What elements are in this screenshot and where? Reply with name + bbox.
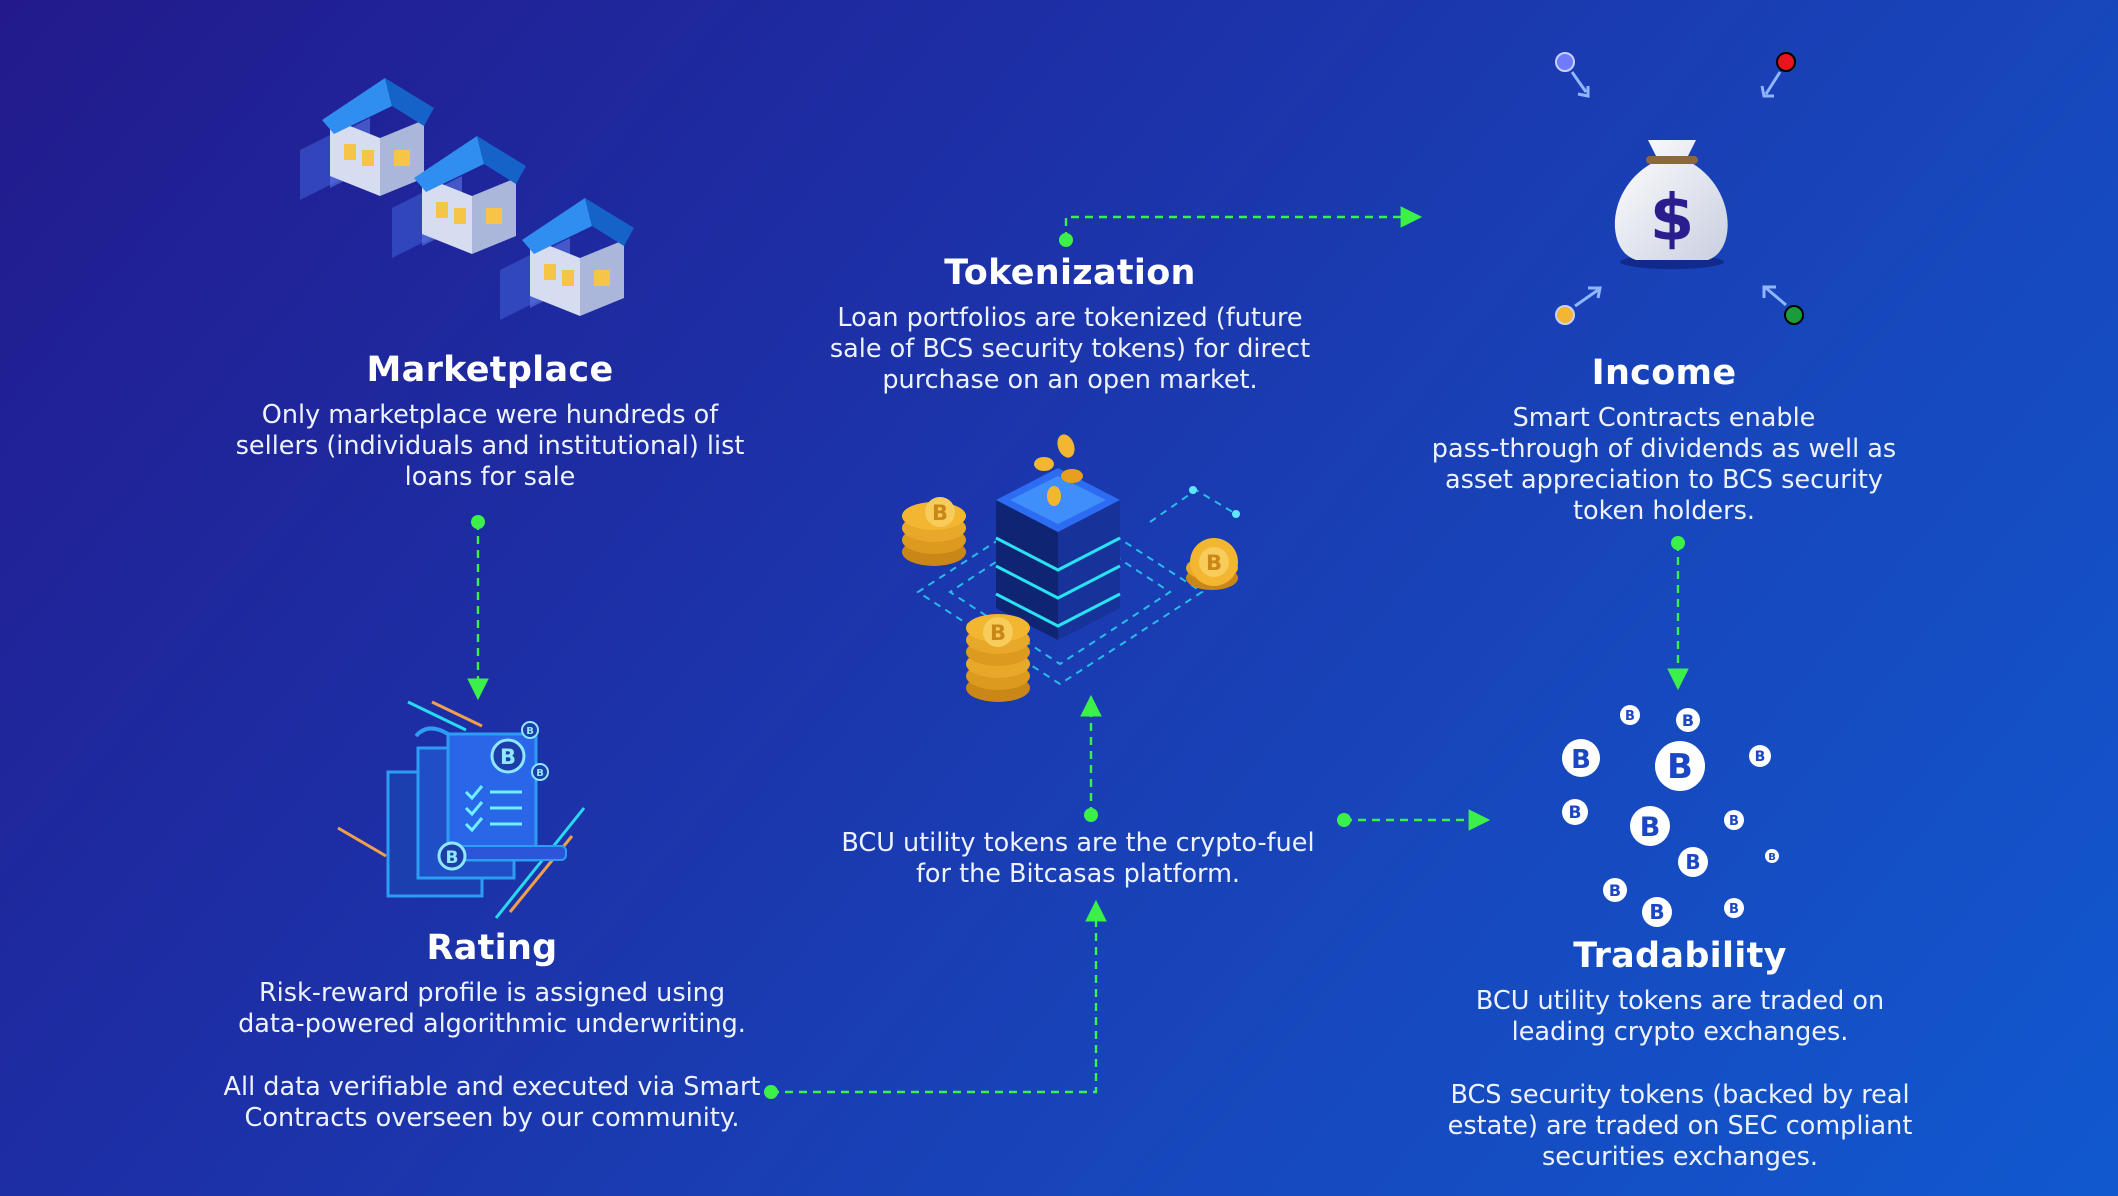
- tradability-description-2: BCS security tokens (backed by real esta…: [1447, 1080, 1913, 1173]
- dollar-sign: $: [1650, 182, 1695, 256]
- svg-text:B: B: [1729, 814, 1739, 829]
- platform-description: BCU utility tokens are the crypto-fuel f…: [841, 828, 1315, 889]
- income-title: Income: [1591, 353, 1737, 393]
- svg-text:B: B: [536, 768, 544, 779]
- svg-text:B: B: [526, 726, 534, 737]
- money-bag-icon: $: [1555, 52, 1804, 325]
- svg-text:B: B: [1667, 747, 1693, 787]
- node-tokenization: Tokenization Loan portfolios are tokeniz…: [800, 253, 1340, 396]
- svg-text:B: B: [1569, 803, 1582, 823]
- document-checklist-icon: B B B B: [337, 700, 586, 919]
- connector-dot: [764, 1085, 778, 1099]
- tokenization-title: Tokenization: [944, 253, 1196, 293]
- svg-text:B: B: [1609, 881, 1621, 900]
- connector-dot: [1059, 233, 1073, 247]
- tradability-title: Tradability: [1573, 936, 1787, 976]
- svg-text:B: B: [1571, 745, 1591, 775]
- node-platform: BCU utility tokens are the crypto-fuel f…: [808, 828, 1348, 890]
- server-coins-icon: B B B: [902, 434, 1240, 702]
- svg-text:B: B: [1682, 711, 1694, 730]
- connector-dot: [1337, 813, 1351, 827]
- svg-text:B: B: [1640, 812, 1661, 843]
- svg-text:B: B: [500, 745, 516, 769]
- marketplace-title: Marketplace: [366, 350, 614, 390]
- marketplace-description: Only marketplace were hundreds of seller…: [235, 400, 745, 493]
- tradability-description-1: BCU utility tokens are traded on leading…: [1475, 986, 1885, 1048]
- svg-text:B: B: [1755, 749, 1766, 765]
- connector-dot: [1084, 808, 1098, 822]
- svg-text:B: B: [1649, 900, 1664, 924]
- rating-description-2: All data verifiable and executed via Sma…: [223, 1072, 761, 1134]
- houses-icon: [300, 78, 634, 320]
- svg-text:B: B: [446, 848, 459, 868]
- svg-text:B: B: [990, 621, 1006, 645]
- node-rating: Rating Risk-reward profile is assigned u…: [212, 928, 772, 1134]
- node-tradability: Tradability BCU utility tokens are trade…: [1410, 936, 1950, 1173]
- svg-text:B: B: [1685, 850, 1700, 874]
- tokenization-description: Loan portfolios are tokenized (future sa…: [829, 303, 1311, 396]
- svg-text:B: B: [932, 501, 948, 525]
- node-income: Income Smart Contracts enable pass-throu…: [1404, 353, 1924, 527]
- connector-tokenization-income: [1064, 206, 1423, 240]
- svg-text:B: B: [1729, 902, 1739, 917]
- connector-dot: [471, 515, 485, 529]
- connector-rating-platform: [771, 899, 1107, 1094]
- svg-text:B: B: [1206, 551, 1222, 575]
- bitcoin-cluster-icon: B B B B B B B B B B B B B: [1562, 705, 1779, 927]
- connector-dot: [1671, 536, 1685, 550]
- node-marketplace: Marketplace Only marketplace were hundre…: [230, 350, 750, 493]
- svg-text:B: B: [1768, 852, 1776, 863]
- rating-title: Rating: [426, 928, 558, 968]
- rating-description-1: Risk-reward profile is assigned using da…: [238, 978, 746, 1040]
- svg-text:B: B: [1625, 709, 1635, 724]
- income-description: Smart Contracts enable pass-through of d…: [1431, 403, 1897, 527]
